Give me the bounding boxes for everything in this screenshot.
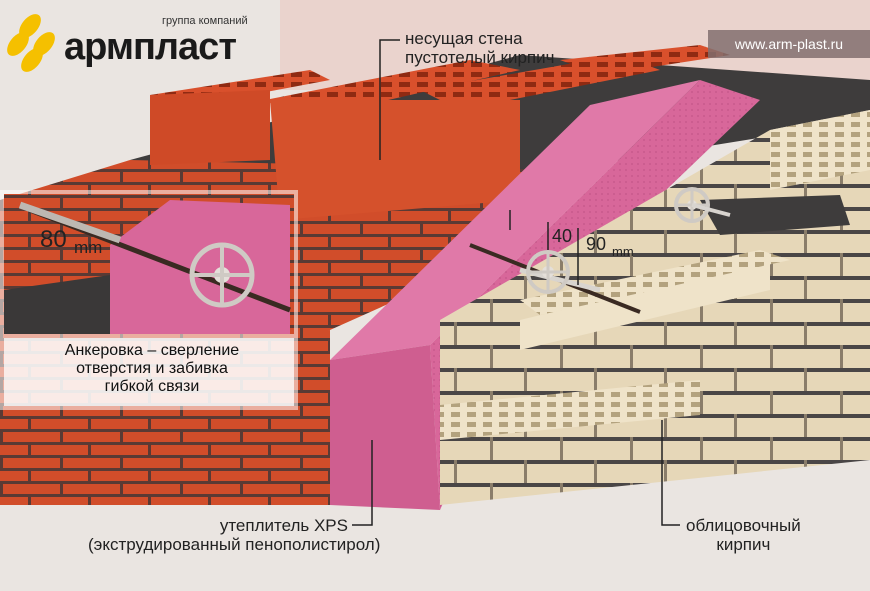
inset-caption-line3: гибкой связи xyxy=(104,378,200,395)
anchor-washer-icon xyxy=(526,250,570,294)
dim-80: 80 xyxy=(40,226,67,253)
xps-top xyxy=(330,80,700,360)
dim-90: 90 xyxy=(586,234,607,254)
logo-name: армпласт xyxy=(64,26,237,68)
label-facing: облицовочный кирпич xyxy=(686,516,801,554)
dim-40: 40 xyxy=(552,226,573,246)
dim-90-unit: mm xyxy=(612,244,634,259)
label-load-wall: несущая стена пустотелый кирпич xyxy=(405,29,554,67)
inset-caption-line1: Анкеровка – сверление xyxy=(64,342,240,359)
website-link[interactable]: www.arm-plast.ru xyxy=(708,30,870,58)
label-load-wall-line1: несущая стена xyxy=(405,29,523,48)
logo-block: группа компаний армпласт xyxy=(0,0,282,78)
xps-side xyxy=(330,345,440,510)
logo-petals-icon xyxy=(7,14,55,72)
leader-load-wall xyxy=(379,39,400,160)
leader-insulation xyxy=(352,440,373,526)
label-insulation: утеплитель XPS (экструдированный пенопол… xyxy=(88,516,381,554)
logo-tagline: группа компаний xyxy=(162,15,248,27)
inset-caption: Анкеровка – сверление отверстия и забивк… xyxy=(10,342,294,396)
dim-80-unit: mm xyxy=(74,238,103,257)
label-insulation-line2: (экструдированный пенополистирол) xyxy=(88,535,381,554)
label-facing-line1: облицовочный xyxy=(686,516,801,535)
leader-facing xyxy=(661,420,680,526)
inset-caption-line2: отверстия и забивка xyxy=(76,360,228,377)
label-insulation-line1: утеплитель XPS xyxy=(219,516,348,535)
label-facing-line2: кирпич xyxy=(716,535,771,554)
label-load-wall-line2: пустотелый кирпич xyxy=(405,48,555,67)
anchor-washer-icon xyxy=(189,242,255,308)
